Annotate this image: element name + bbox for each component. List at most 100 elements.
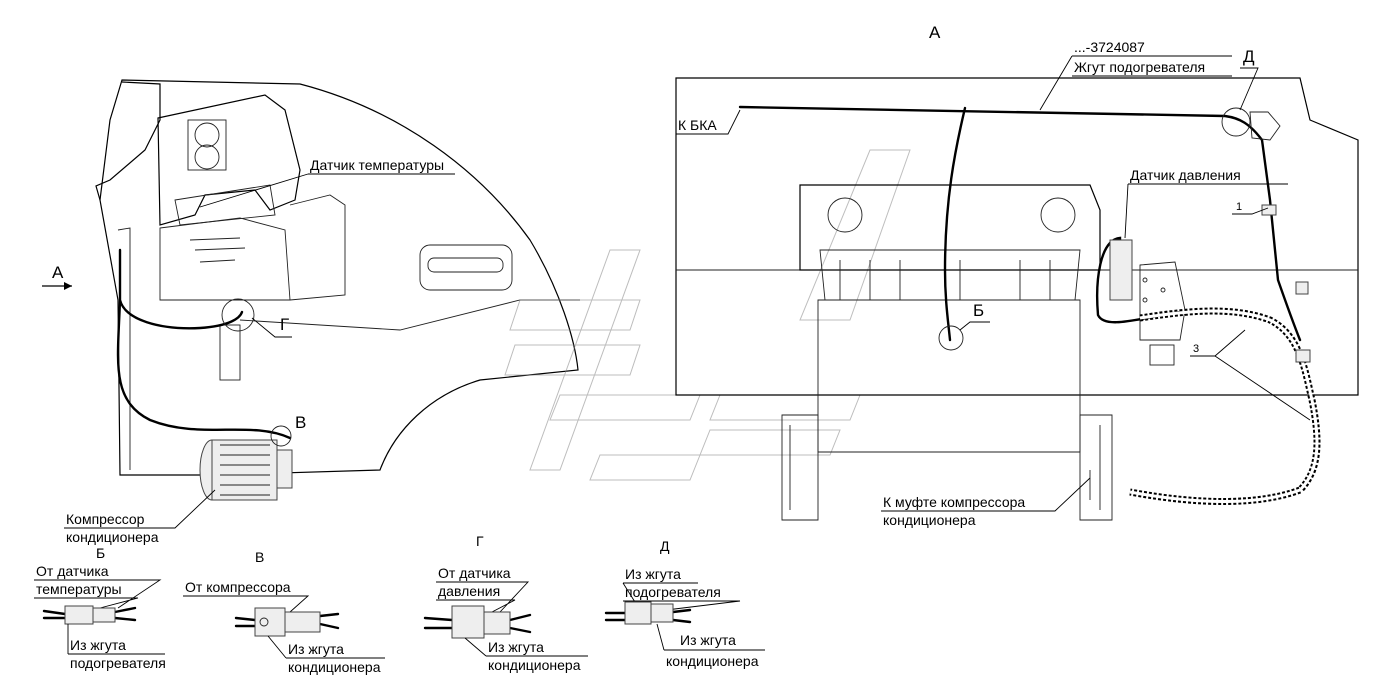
left-column <box>117 227 131 470</box>
right-frame <box>675 77 1359 396</box>
d-callout-label: Д <box>1243 47 1255 66</box>
gauge-frame <box>187 119 227 171</box>
clamp-2 <box>1295 349 1311 363</box>
detail-d-from-2: подогревателя <box>625 584 721 600</box>
detail-g-to-leader <box>464 637 588 657</box>
detail-g-from-2: давления <box>438 583 500 599</box>
v-callout-label: В <box>295 413 306 432</box>
detail-g-connector-left <box>451 605 485 639</box>
d-bracket <box>1249 111 1281 141</box>
compressor-label-2: кондиционера <box>66 529 159 545</box>
lower-body <box>239 299 580 331</box>
b-callout-label: Б <box>973 301 984 320</box>
d-callout-leader <box>1239 67 1259 111</box>
g-callout-label: Г <box>280 315 289 334</box>
radiator-housing <box>799 184 1101 271</box>
detail-v-to-1: Из жгута <box>288 641 344 657</box>
detail-d-wires <box>604 608 692 624</box>
detail-b-connector-left <box>64 605 94 625</box>
sensor-bracket <box>1139 261 1186 341</box>
bolt-1 <box>1142 277 1148 283</box>
heater-harness-label: Жгут подогревателя <box>1074 59 1205 75</box>
detail-g-to-2: кондиционера <box>488 657 581 673</box>
item-3-leader <box>1190 329 1311 421</box>
compressor-cable <box>116 248 292 440</box>
to-bka-label: К БКА <box>678 117 717 133</box>
pressure-sensor-label: Датчик давления <box>1130 167 1241 183</box>
gauge-2 <box>194 144 220 170</box>
watermark-logo <box>504 149 911 481</box>
bolt-2 <box>1142 297 1148 303</box>
detail-circle-v <box>270 425 292 447</box>
detail-v-pin <box>259 617 269 627</box>
detail-b-from-2: температуры <box>36 581 122 597</box>
detail-d-to-1: Из жгута <box>680 632 736 648</box>
right-leg <box>1079 414 1113 521</box>
item-1-label: 1 <box>1236 201 1242 213</box>
detail-d: Д Из жгута подогревателя Из жгута кондиц… <box>604 538 765 669</box>
detail-b-connector-right <box>92 607 116 623</box>
detail-v-title: В <box>255 549 264 565</box>
detail-g-from-leader <box>436 581 530 613</box>
detail-d-to-leader <box>656 623 765 651</box>
detail-g-from-1: От датчика <box>438 565 511 581</box>
left-leg <box>781 414 819 521</box>
bracket <box>219 324 241 381</box>
radiator-top <box>819 249 1081 301</box>
g-callout-leader <box>251 317 292 338</box>
detail-v: В От компрессора Из жгута кондиционера <box>183 549 385 675</box>
to-bka-leader <box>676 109 741 135</box>
detail-b: Б От датчика температуры Из жгута подогр… <box>34 545 166 671</box>
compressor-leader <box>64 489 216 529</box>
clamp-1 <box>1261 204 1277 216</box>
detail-g-title: Г <box>476 533 484 549</box>
right-panel-block <box>289 194 346 301</box>
radiator-ribs <box>839 260 1051 300</box>
bolt-3 <box>1160 287 1166 293</box>
dash-panel <box>157 94 301 226</box>
detail-d-from-1: Из жгута <box>625 566 681 582</box>
to-clutch-leader <box>881 477 1091 512</box>
detail-d-connector-right <box>650 603 674 623</box>
detail-b-to-2: подогревателя <box>70 655 166 671</box>
lamp-left <box>827 197 863 233</box>
item-3-label: 3 <box>1193 343 1199 355</box>
detail-b-to-leader <box>67 624 165 655</box>
to-clutch-label-2: кондиционера <box>883 512 976 528</box>
conduit-core <box>1129 309 1319 503</box>
detail-g-connector-right <box>483 611 511 635</box>
cab-pillar <box>95 81 161 201</box>
detail-b-title: Б <box>96 545 105 561</box>
view-arrow-label: А <box>52 263 64 282</box>
detail-v-wires <box>234 612 340 630</box>
lower-rails <box>189 237 246 263</box>
door-handle <box>427 257 504 273</box>
item-1-leader <box>1232 207 1269 215</box>
heater-harness-cable <box>738 105 1302 342</box>
temperature-sensor-label: Датчик температуры <box>310 157 444 173</box>
left-view: А Датчик температуры Г В Компрессор конд… <box>42 79 580 545</box>
compressor <box>199 439 293 501</box>
view-arrow-head <box>64 282 72 290</box>
detail-v-to-leader <box>267 635 385 659</box>
detail-b-from-1: От датчика <box>36 563 109 579</box>
compressor-label-1: Компрессор <box>66 511 145 527</box>
detail-v-connector-left <box>254 607 286 637</box>
b-callout-leader <box>959 321 990 331</box>
detail-d-connector-left <box>624 601 652 625</box>
detail-d-to-2: кондиционера <box>666 653 759 669</box>
gauge-1 <box>194 122 220 148</box>
lamp-right <box>1040 197 1076 233</box>
detail-circle-d <box>1221 107 1251 137</box>
bracket-foot <box>1149 344 1175 366</box>
cab-outline <box>99 79 579 476</box>
to-clutch-label-1: К муфте компрессора <box>883 494 1025 510</box>
console <box>174 184 276 226</box>
door-handle-recess <box>419 244 513 291</box>
cable-to-b <box>943 106 967 342</box>
detail-g: Г От датчика давления Из жгута кондицион… <box>423 533 588 673</box>
lower-block <box>159 217 291 301</box>
detail-circle-g <box>221 298 255 332</box>
